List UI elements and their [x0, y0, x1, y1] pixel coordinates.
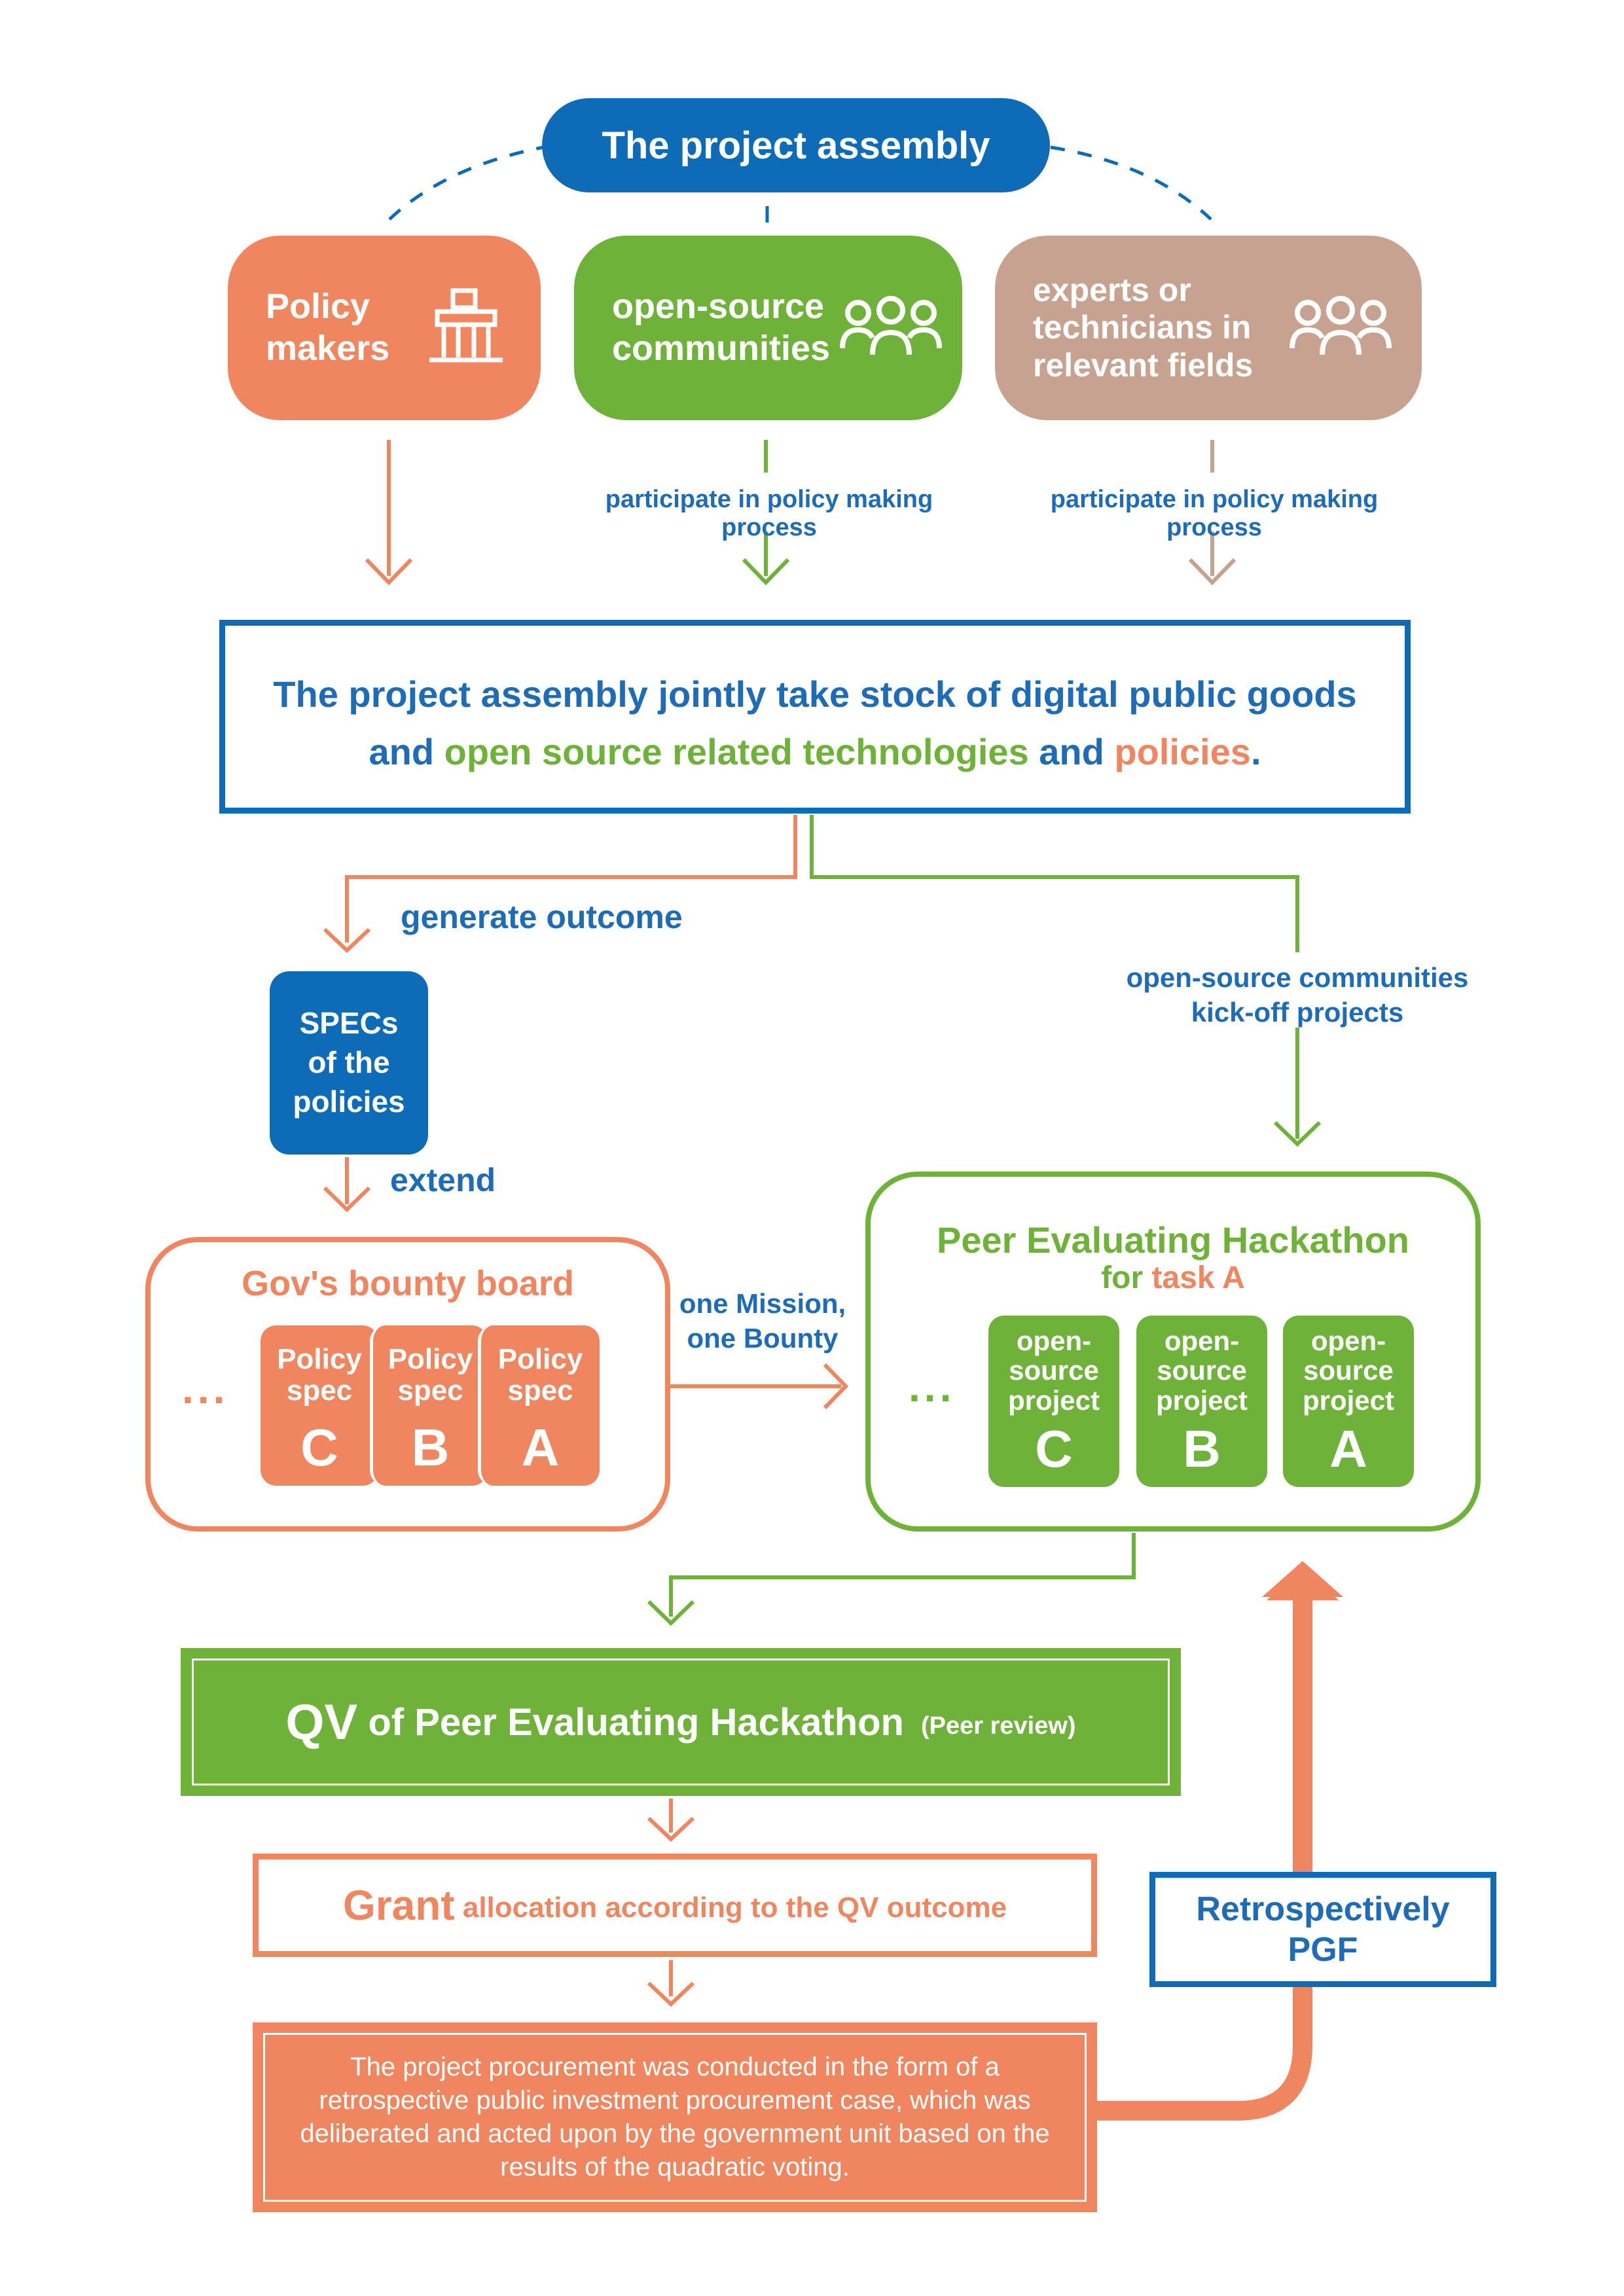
oss-participate-label: participate in policy making process	[605, 486, 933, 541]
project-assembly-title: The project assembly	[602, 124, 990, 167]
hackathon-title: Peer Evaluating Hackathon	[936, 1219, 1409, 1261]
oss-project-card-b[interactable]: open- source project B	[1136, 1316, 1267, 1487]
hackathon-subtitle: for task A	[865, 1260, 1481, 1296]
open-source-communities-label: open-source communities	[612, 287, 831, 368]
generate-outcome-head	[323, 927, 371, 954]
procurement-inner: The project procurement was conducted in…	[263, 2033, 1087, 2202]
procurement-box	[253, 2022, 1097, 2212]
oss-project-card-c[interactable]: open- source project C	[988, 1316, 1119, 1487]
project-assembly-pill: The project assembly	[542, 98, 1050, 192]
grant-to-proc-head	[647, 1981, 695, 2007]
dashed-arc-right	[1050, 145, 1212, 221]
kickoff-line-2: kick-off projects	[1191, 996, 1404, 1028]
extend-label: extend	[390, 1162, 496, 1198]
stock-policies: policies	[1114, 731, 1251, 772]
bounty-ellipsis: ...	[182, 1365, 229, 1412]
extend-head	[323, 1186, 371, 1213]
stock-line-2: and open source related technologies and…	[225, 730, 1405, 773]
mission-head	[823, 1363, 849, 1410]
oss-project-letter: B	[1183, 1420, 1221, 1478]
qv-box	[181, 1648, 1181, 1796]
procurement-text: The project procurement was conducted in…	[300, 2052, 1050, 2182]
oss-project-card-a[interactable]: open- source project A	[1283, 1316, 1414, 1487]
experts-box: experts or technicians in relevant field…	[995, 236, 1422, 420]
policy-spec-label: Policy spec	[388, 1343, 473, 1407]
dashed-arc-left	[388, 145, 544, 221]
generate-outcome-label: generate outcome	[401, 899, 683, 935]
policy-spec-label: Policy spec	[497, 1343, 583, 1407]
kickoff-line-1: open-source communities	[1126, 962, 1469, 993]
kickoff-line-top	[810, 815, 1299, 952]
pgf-return-arrow-body	[1097, 1590, 1312, 2121]
policy-spec-card-a[interactable]: Policy spec A	[478, 1325, 600, 1486]
pgf-return-arrow-tip	[1267, 1568, 1339, 1600]
policy-makers-label: Policy makers	[266, 287, 390, 368]
experts-arrow-head	[1188, 558, 1236, 586]
policy-spec-letter: C	[300, 1418, 338, 1477]
people-group-icon	[1290, 296, 1392, 355]
policy-arrow-head	[365, 558, 413, 586]
mission-line-2: one Bounty	[687, 1322, 839, 1354]
kickoff-head	[1273, 1121, 1322, 1147]
specs-label: SPECs of the policies	[293, 1006, 405, 1119]
policy-spec-label: Policy spec	[277, 1343, 362, 1407]
oss-project-label: open- source project	[1302, 1325, 1395, 1416]
hackathon-ellipsis: ...	[909, 1363, 956, 1410]
qv-to-grant-head	[647, 1816, 695, 1842]
stock-period: .	[1250, 731, 1261, 772]
kickoff-label: open-source communities kick-off project…	[1083, 961, 1511, 1030]
mission-line-1: one Mission,	[679, 1288, 846, 1319]
pgf-label: Retrospectively PGF	[1196, 1890, 1450, 1969]
oss-project-letter: C	[1035, 1420, 1073, 1478]
policy-spec-letter: B	[411, 1418, 450, 1477]
qv-big: QV	[285, 1694, 358, 1750]
grant-big: Grant	[342, 1882, 455, 1929]
qv-small: (Peer review)	[921, 1712, 1076, 1740]
oss-project-label: open- source project	[1155, 1325, 1248, 1416]
stock-and-1: and	[369, 731, 444, 772]
specs-box: SPECs of the policies	[270, 971, 428, 1155]
experts-label: experts or technicians in relevant field…	[1033, 271, 1254, 384]
hack-to-qv-head	[647, 1600, 695, 1626]
mission-label: one Mission, one Bounty	[674, 1287, 851, 1355]
people-group-icon	[840, 296, 942, 355]
bounty-board-title: Gov's bounty board	[242, 1264, 574, 1303]
grant-rest: allocation according to the QV outcome	[454, 1892, 1007, 1924]
grant-box: Grant allocation according to the QV out…	[253, 1854, 1097, 1957]
open-source-communities-box: open-source communities	[574, 236, 962, 420]
stock-and-2: and	[1028, 731, 1115, 772]
pgf-box: Retrospectively PGF	[1149, 1872, 1496, 1987]
policy-makers-box: Policy makers	[228, 236, 541, 420]
oss-project-letter: A	[1329, 1420, 1367, 1478]
oss-project-label: open- source project	[1007, 1325, 1100, 1416]
qv-mid: of Peer Evaluating Hackathon	[357, 1700, 904, 1744]
policy-spec-card-b[interactable]: Policy spec B	[370, 1325, 488, 1486]
stock-technologies: open source related technologies	[444, 731, 1029, 772]
policy-spec-letter: A	[521, 1418, 560, 1477]
stock-line-1: The project assembly jointly take stock …	[273, 673, 1357, 715]
experts-participate-label: participate in policy making process	[1050, 486, 1379, 541]
oss-arrow-head	[742, 558, 790, 586]
government-building-icon	[429, 288, 503, 363]
stock-taking-box: The project assembly jointly take stock …	[219, 620, 1411, 814]
hackathon-sub-task: task A	[1151, 1261, 1245, 1295]
hackathon-sub-for: for	[1101, 1261, 1152, 1295]
qv-inner: QV of Peer Evaluating Hackathon (Peer rev…	[192, 1659, 1170, 1785]
generate-outcome-line	[345, 815, 797, 942]
hack-to-qv-line	[669, 1533, 1136, 1617]
policy-spec-card-c[interactable]: Policy spec C	[261, 1325, 378, 1486]
